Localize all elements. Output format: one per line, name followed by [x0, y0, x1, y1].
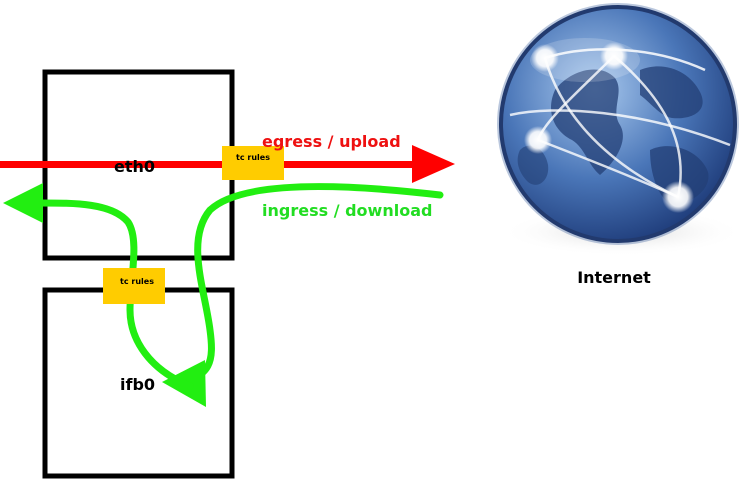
egress-label: egress / upload: [262, 132, 401, 151]
eth0-label: eth0: [114, 157, 155, 176]
tc-rules-eth0-label: tc rules: [236, 153, 270, 162]
tc-rules-ifb0-label: tc rules: [120, 277, 154, 286]
globe-icon: [497, 3, 740, 256]
internet-label: Internet: [577, 268, 651, 287]
tc-rules-ifb0: tc rules: [103, 268, 165, 304]
ingress-path: [3, 183, 444, 407]
ingress-label: ingress / download: [262, 201, 432, 220]
ifb0-label: ifb0: [120, 375, 155, 394]
egress-arrow: [0, 145, 455, 183]
tc-rules-eth0: tc rules: [222, 146, 284, 180]
